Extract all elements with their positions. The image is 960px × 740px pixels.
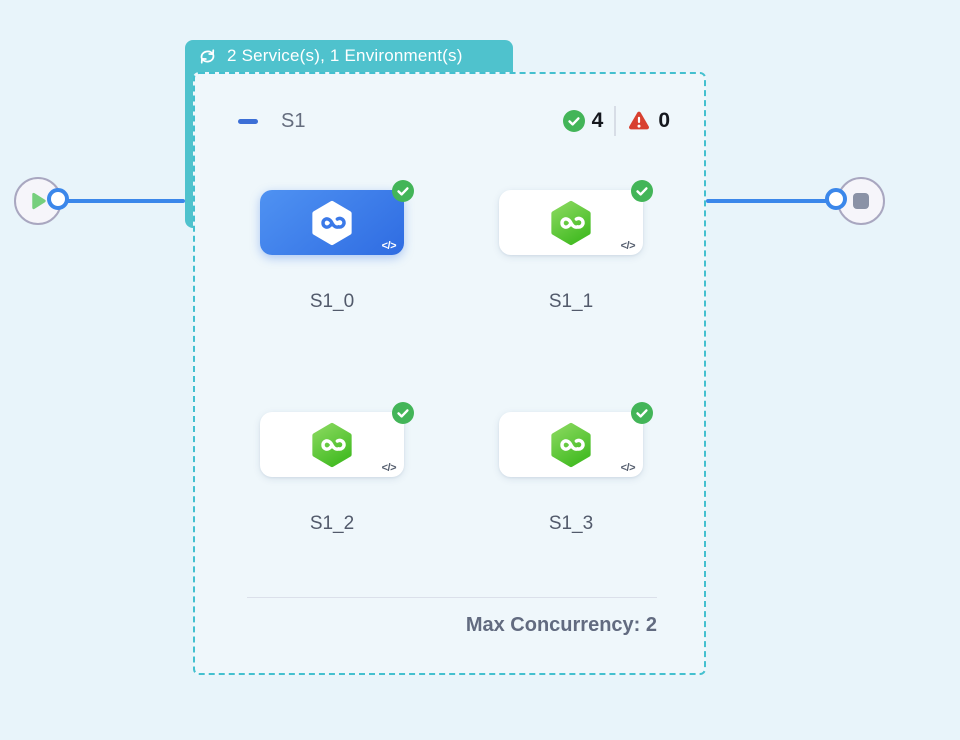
- harness-service-icon: [551, 422, 591, 467]
- success-badge-icon: [392, 180, 414, 202]
- start-node-port[interactable]: [47, 188, 69, 210]
- footer-divider: [247, 597, 657, 598]
- success-badge-icon: [631, 180, 653, 202]
- service-card[interactable]: </>: [260, 180, 414, 255]
- code-icon: </>: [620, 240, 636, 252]
- service-cell: </> S1_2: [260, 402, 414, 535]
- edge-start-to-stage: [58, 199, 185, 203]
- cycle-icon: [200, 48, 215, 64]
- stage-status-summary: 4 0: [562, 106, 670, 136]
- code-icon: </>: [381, 462, 397, 474]
- service-card-label: S1_1: [548, 291, 594, 312]
- service-card-label: S1_0: [309, 291, 355, 312]
- stage-container: S1 4 0 </>: [193, 72, 706, 675]
- code-icon: </>: [620, 462, 636, 474]
- collapse-stage-button[interactable]: [237, 110, 259, 132]
- play-icon: [32, 192, 46, 210]
- max-concurrency-label: Max Concurrency: 2: [465, 614, 657, 636]
- service-card[interactable]: </>: [499, 180, 653, 255]
- success-badge-icon: [392, 402, 414, 424]
- check-circle-icon: [562, 110, 585, 132]
- service-cell: </> S1_1: [499, 180, 653, 313]
- stage-group-badge[interactable]: 2 Service(s), 1 Environment(s): [185, 40, 513, 72]
- service-card[interactable]: </>: [260, 402, 414, 477]
- service-cell: </> S1_3: [499, 402, 653, 535]
- failed-count: 0: [658, 109, 670, 132]
- success-badge-icon: [631, 402, 653, 424]
- service-cell: </> S1_0: [260, 180, 414, 313]
- warning-triangle-icon: [629, 111, 650, 130]
- end-node-port[interactable]: [825, 188, 847, 210]
- harness-service-icon: [551, 200, 591, 245]
- success-count: 4: [591, 109, 604, 132]
- stage-name: S1: [281, 109, 306, 132]
- service-card-label: S1_3: [548, 513, 594, 534]
- stage-header: S1 4 0: [237, 106, 670, 136]
- code-icon: </>: [381, 240, 397, 252]
- edge-stage-to-end: [706, 199, 831, 203]
- stop-icon: [853, 193, 869, 209]
- harness-service-icon: [312, 422, 352, 467]
- status-divider: [614, 106, 617, 136]
- group-badge-label: 2 Service(s), 1 Environment(s): [227, 46, 463, 65]
- harness-service-icon: [312, 200, 352, 245]
- service-card-label: S1_2: [309, 513, 355, 534]
- service-card[interactable]: </>: [499, 402, 653, 477]
- minus-icon: [238, 118, 258, 124]
